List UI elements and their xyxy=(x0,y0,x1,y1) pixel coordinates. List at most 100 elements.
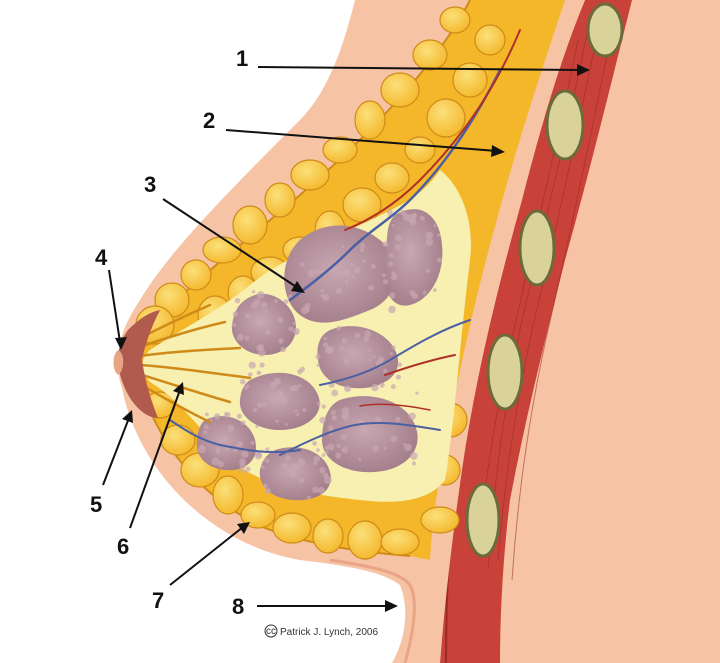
gland-texture-dot xyxy=(245,384,250,389)
gland-texture-dot xyxy=(299,261,305,267)
gland-texture-dot xyxy=(432,288,437,292)
gland-texture-dot xyxy=(391,274,398,281)
gland-texture-dot xyxy=(312,441,317,446)
gland-texture-dot xyxy=(410,452,418,460)
fat-lobule xyxy=(380,528,420,556)
gland-texture-dot xyxy=(328,425,334,431)
fat-lobule xyxy=(212,475,244,515)
credit-line: cc Patrick J. Lynch, 2006 xyxy=(264,624,378,638)
gland-texture-dot xyxy=(350,262,354,267)
gland-texture-dot xyxy=(336,325,342,331)
gland-texture-dot xyxy=(408,243,415,249)
gland-texture-dot xyxy=(292,321,296,325)
gland-texture-dot xyxy=(340,434,347,441)
gland-texture-dot xyxy=(222,434,228,440)
gland-texture-dot xyxy=(273,394,281,403)
credit-text: Patrick J. Lynch, 2006 xyxy=(280,627,378,638)
gland-texture-dot xyxy=(336,443,341,449)
gland-texture-dot xyxy=(241,450,249,458)
gland-texture-dot xyxy=(275,419,279,424)
gland-texture-dot xyxy=(298,384,302,388)
gland-texture-dot xyxy=(341,413,350,421)
arrow-2 xyxy=(225,129,498,152)
ribs xyxy=(465,2,624,558)
rib xyxy=(586,2,624,58)
gland-texture-dot xyxy=(313,460,318,466)
gland-texture-dot xyxy=(315,268,321,275)
fat-lobule xyxy=(180,259,212,291)
chest-wall xyxy=(440,0,632,663)
gland-texture-dot xyxy=(340,270,345,276)
gland-texture-dot xyxy=(319,416,326,424)
label-6: 6 xyxy=(117,534,129,559)
gland-texture-dot xyxy=(257,402,263,408)
gland-texture-dot xyxy=(236,333,244,341)
fat-lobule xyxy=(312,518,344,554)
gland-texture-dot xyxy=(437,233,441,237)
gland-texture-dot xyxy=(245,466,251,472)
gland-texture-dot xyxy=(295,413,300,417)
gland-texture-dot xyxy=(323,336,328,341)
gland-texture-dot xyxy=(259,362,265,368)
gland-texture-dot xyxy=(341,245,345,249)
gland-texture-dot xyxy=(363,336,370,342)
vein xyxy=(319,319,471,386)
gland-texture-dot xyxy=(217,460,224,468)
gland-texture-dot xyxy=(299,366,305,372)
gland-texture-dot xyxy=(379,382,385,388)
gland-texture-dot xyxy=(316,448,320,452)
gland-texture-dot xyxy=(330,409,336,415)
label-4: 4 xyxy=(95,245,108,270)
gland-texture-dot xyxy=(381,273,387,278)
nipple xyxy=(113,350,124,375)
gland-texture-dot xyxy=(294,330,299,335)
gland-texture-dot xyxy=(243,469,247,474)
label-8: 8 xyxy=(232,594,244,619)
gland-texture-dot xyxy=(232,311,239,317)
arrow-5 xyxy=(102,417,130,486)
gland-texture-dot xyxy=(274,299,278,303)
gland-texture-dot xyxy=(248,361,256,369)
gland-texture-dot xyxy=(277,390,284,397)
gland-texture-dot xyxy=(343,269,351,277)
gland-texture-dot xyxy=(394,244,402,251)
gland-texture-dot xyxy=(213,413,221,420)
gland-texture-dot xyxy=(319,467,326,474)
gland-texture-dot xyxy=(409,218,417,226)
gland-texture-dot xyxy=(361,259,366,263)
gland-texture-dot xyxy=(255,424,259,428)
fat-lobule xyxy=(439,6,471,34)
gland-texture-dot xyxy=(419,215,425,221)
gland-texture-dot xyxy=(325,450,329,455)
gland-texture-dot xyxy=(316,363,320,367)
fat-lobule xyxy=(347,520,383,560)
gland-texture-dot xyxy=(265,329,271,335)
gland-texture-dot xyxy=(425,268,431,273)
gland-texture-dot xyxy=(388,261,394,267)
artery xyxy=(384,354,456,376)
gland-texture-dot xyxy=(411,461,417,466)
gland-texture-dot xyxy=(255,319,263,326)
gland-texture-dot xyxy=(294,409,298,413)
gland-texture-dot xyxy=(290,470,297,478)
fat-lobule xyxy=(322,136,358,164)
gland-texture-dot xyxy=(368,285,374,291)
gland-texture-dot xyxy=(344,385,351,392)
gland-texture-dot xyxy=(264,487,272,495)
gland-texture-dot xyxy=(203,430,208,435)
gland-lobe xyxy=(317,326,399,389)
fat-lobule xyxy=(354,100,386,140)
gland-texture-dot xyxy=(317,487,325,494)
fat-lobule xyxy=(290,159,330,191)
gland-texture-dot xyxy=(262,403,266,407)
gland-texture-dot xyxy=(244,313,249,317)
fat-lobule xyxy=(404,136,436,164)
gland-texture-dot xyxy=(252,407,258,413)
gland-texture-dot xyxy=(238,469,242,473)
gland-texture-dot xyxy=(322,293,330,302)
gland-texture-dot xyxy=(277,316,284,323)
gland-texture-dot xyxy=(285,422,288,426)
gland-texture-dot xyxy=(233,448,238,453)
gland-texture-dot xyxy=(321,453,326,457)
gland-texture-dot xyxy=(231,322,237,328)
